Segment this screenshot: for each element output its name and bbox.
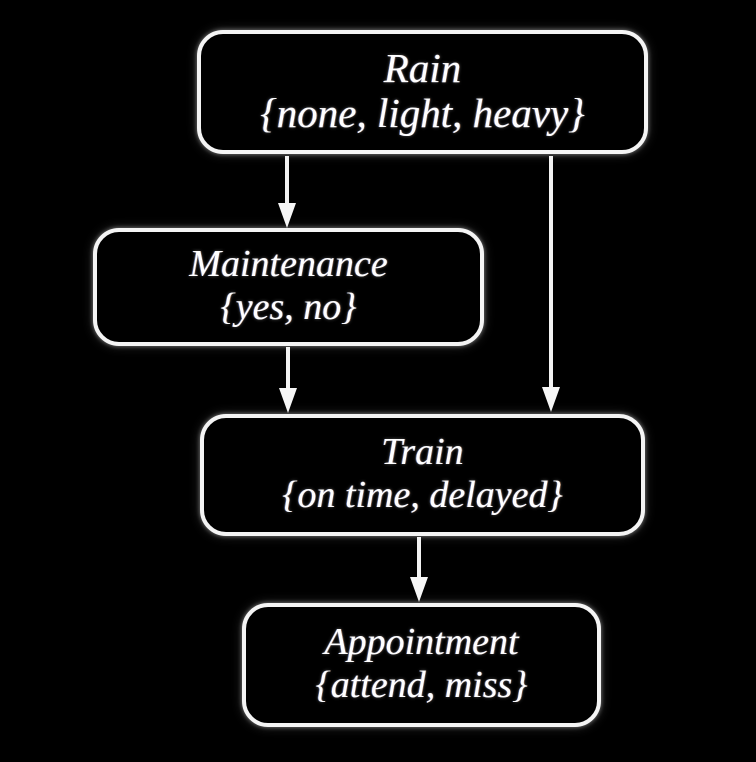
node-maintenance[interactable]: Maintenance {yes, no} [93,228,484,346]
node-appointment[interactable]: Appointment {attend, miss} [242,603,601,727]
node-train-name: Train [381,430,464,473]
edge-rain-to-maintenance [278,156,296,228]
node-rain-name: Rain [383,44,462,91]
node-rain[interactable]: Rain {none, light, heavy} [197,30,648,154]
node-appointment-name: Appointment [324,620,519,663]
edge-train-to-appointment [410,537,428,602]
node-train[interactable]: Train {on time, delayed} [200,414,645,536]
edge-rain-to-train [542,156,560,412]
edge-maintenance-to-train [279,347,297,413]
node-train-domain: {on time, delayed} [282,474,563,517]
node-rain-domain: {none, light, heavy} [260,90,585,137]
node-appointment-domain: {attend, miss} [315,664,528,707]
node-maintenance-domain: {yes, no} [220,286,357,329]
node-maintenance-name: Maintenance [189,242,388,285]
